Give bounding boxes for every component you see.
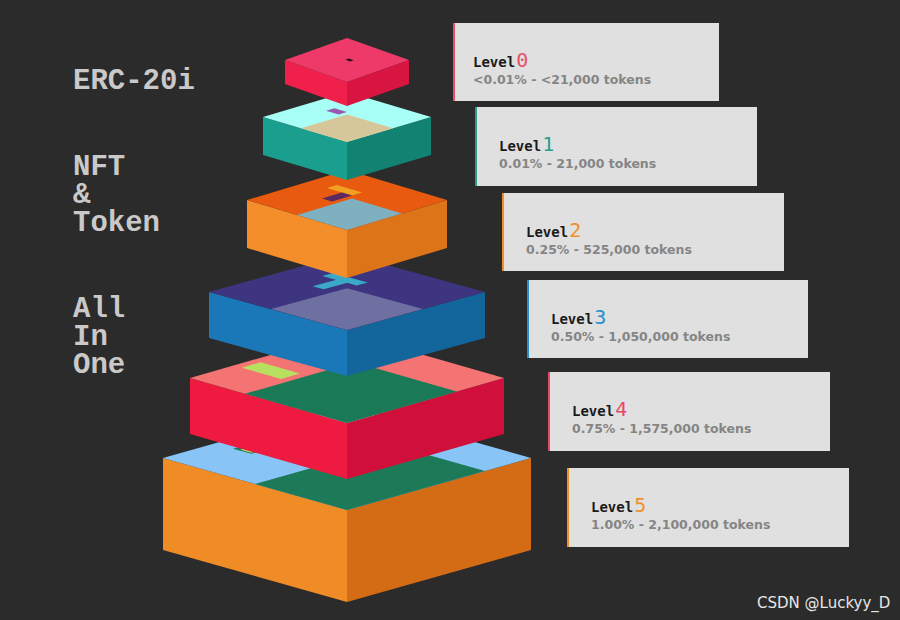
pyramid-slab [285, 38, 409, 106]
token-range: 0.75% - 1,575,000 tokens [572, 421, 816, 436]
level-number: 0 [516, 48, 528, 72]
level-box: Level30.50% - 1,050,000 tokens [527, 280, 808, 358]
level-heading: Level1 [499, 132, 743, 156]
slab-top-face [285, 38, 409, 82]
pixel-detail [326, 108, 347, 114]
pixel-detail [242, 362, 300, 379]
token-range: 0.01% - 21,000 tokens [499, 156, 743, 171]
token-range: 0.25% - 525,000 tokens [526, 242, 770, 257]
level-box: Level0<0.01% - <21,000 tokens [453, 23, 719, 101]
level-word: Level [551, 311, 593, 327]
level-number: 4 [615, 397, 627, 421]
slab-top-region [301, 115, 393, 143]
level-number: 2 [569, 218, 581, 242]
slab-top-region [297, 199, 402, 231]
level-word: Level [526, 224, 568, 240]
level-number: 3 [594, 305, 606, 329]
level-box: Level10.01% - 21,000 tokens [475, 107, 757, 186]
pixel-detail [313, 279, 352, 290]
level-box: Level40.75% - 1,575,000 tokens [548, 372, 830, 451]
level-number: 1 [542, 132, 554, 156]
level-word: Level [572, 403, 614, 419]
level-box: Level51.00% - 2,100,000 tokens [567, 468, 849, 547]
pyramid-slab [247, 170, 447, 278]
level-box: Level20.25% - 525,000 tokens [502, 193, 784, 271]
pixel-detail [345, 58, 354, 61]
tagline: All In One [73, 296, 143, 380]
level-heading: Level4 [572, 397, 816, 421]
watermark: CSDN @Luckyy_D [757, 594, 890, 612]
level-heading: Level5 [591, 493, 835, 517]
level-word: Level [499, 138, 541, 154]
level-heading: Level0 [473, 48, 705, 72]
level-word: Level [473, 54, 515, 70]
slab-top-region [271, 288, 423, 330]
level-number: 5 [634, 493, 646, 517]
pixel-detail [322, 193, 352, 202]
level-word: Level [591, 499, 633, 515]
level-heading: Level2 [526, 218, 770, 242]
title: ERC-20i [73, 68, 195, 96]
token-range: <0.01% - <21,000 tokens [473, 72, 705, 87]
level-heading: Level3 [551, 305, 794, 329]
token-range: 1.00% - 2,100,000 tokens [591, 517, 835, 532]
tagline: NFT & Token [73, 154, 143, 238]
token-range: 0.50% - 1,050,000 tokens [551, 329, 794, 344]
